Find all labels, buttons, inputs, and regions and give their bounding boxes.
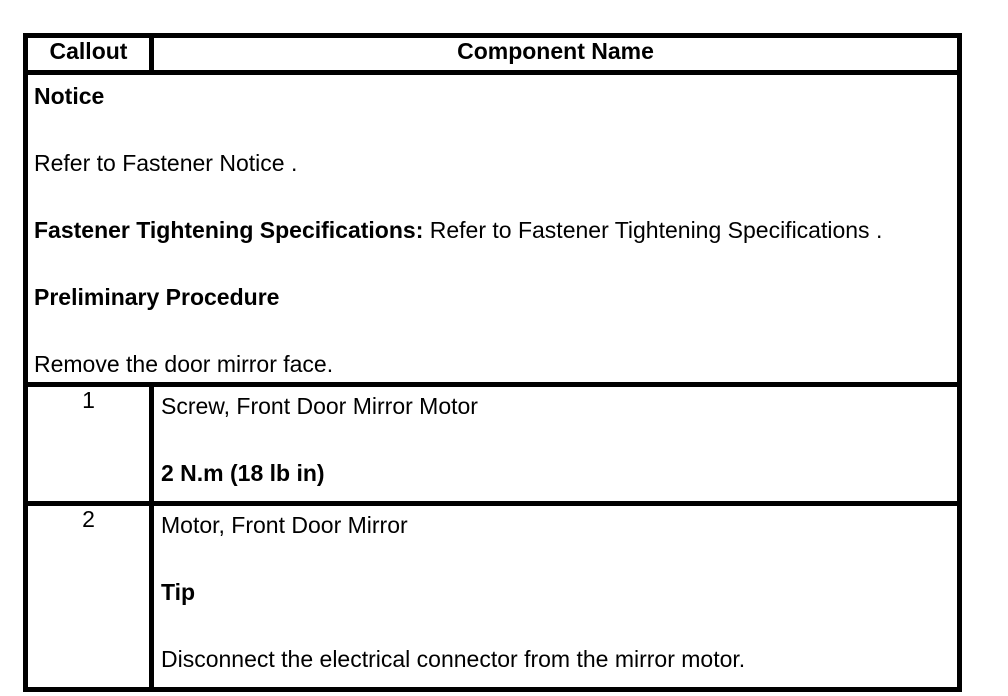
header-row: Callout Component Name	[23, 33, 962, 75]
tip-text: Disconnect the electrical connector from…	[161, 646, 746, 672]
callout-number: 2	[82, 506, 95, 533]
tip-heading: Tip	[161, 579, 196, 605]
component-name: Motor, Front Door Mirror	[161, 512, 408, 538]
fastener-spec-label: Fastener Tightening Specifications:	[34, 217, 424, 243]
callout-number-cell: 1	[23, 382, 154, 506]
table-row-2: 2 Motor, Front Door Mirror Tip Disconnec…	[23, 501, 962, 692]
component-cell: Motor, Front Door Mirror Tip Disconnect …	[149, 501, 962, 692]
callout-number: 1	[82, 387, 95, 414]
fastener-notice-line: Refer to Fastener Notice .	[34, 150, 298, 176]
notice-row: Notice Refer to Fastener Notice . Fasten…	[23, 70, 962, 387]
component-cell: Screw, Front Door Mirror Motor 2 N.m (18…	[149, 382, 962, 506]
component-name-column-header: Component Name	[149, 33, 962, 75]
component-name: Screw, Front Door Mirror Motor	[161, 393, 478, 419]
preliminary-procedure-heading: Preliminary Procedure	[34, 284, 280, 310]
torque-spec: 2 N.m (18 lb in)	[161, 460, 325, 486]
preliminary-procedure-step: Remove the door mirror face.	[34, 351, 334, 377]
callout-number-cell: 2	[23, 501, 154, 692]
notice-title: Notice	[34, 83, 105, 109]
fastener-spec-text: Refer to Fastener Tightening Specificati…	[423, 217, 883, 243]
fastener-spec-line: Fastener Tightening Specifications: Refe…	[34, 217, 951, 244]
parts-table: Callout Component Name Notice Refer to F…	[23, 33, 962, 692]
notice-cell: Notice Refer to Fastener Notice . Fasten…	[23, 70, 962, 387]
callout-column-header: Callout	[23, 33, 154, 75]
table-row-1: 1 Screw, Front Door Mirror Motor 2 N.m (…	[23, 382, 962, 506]
